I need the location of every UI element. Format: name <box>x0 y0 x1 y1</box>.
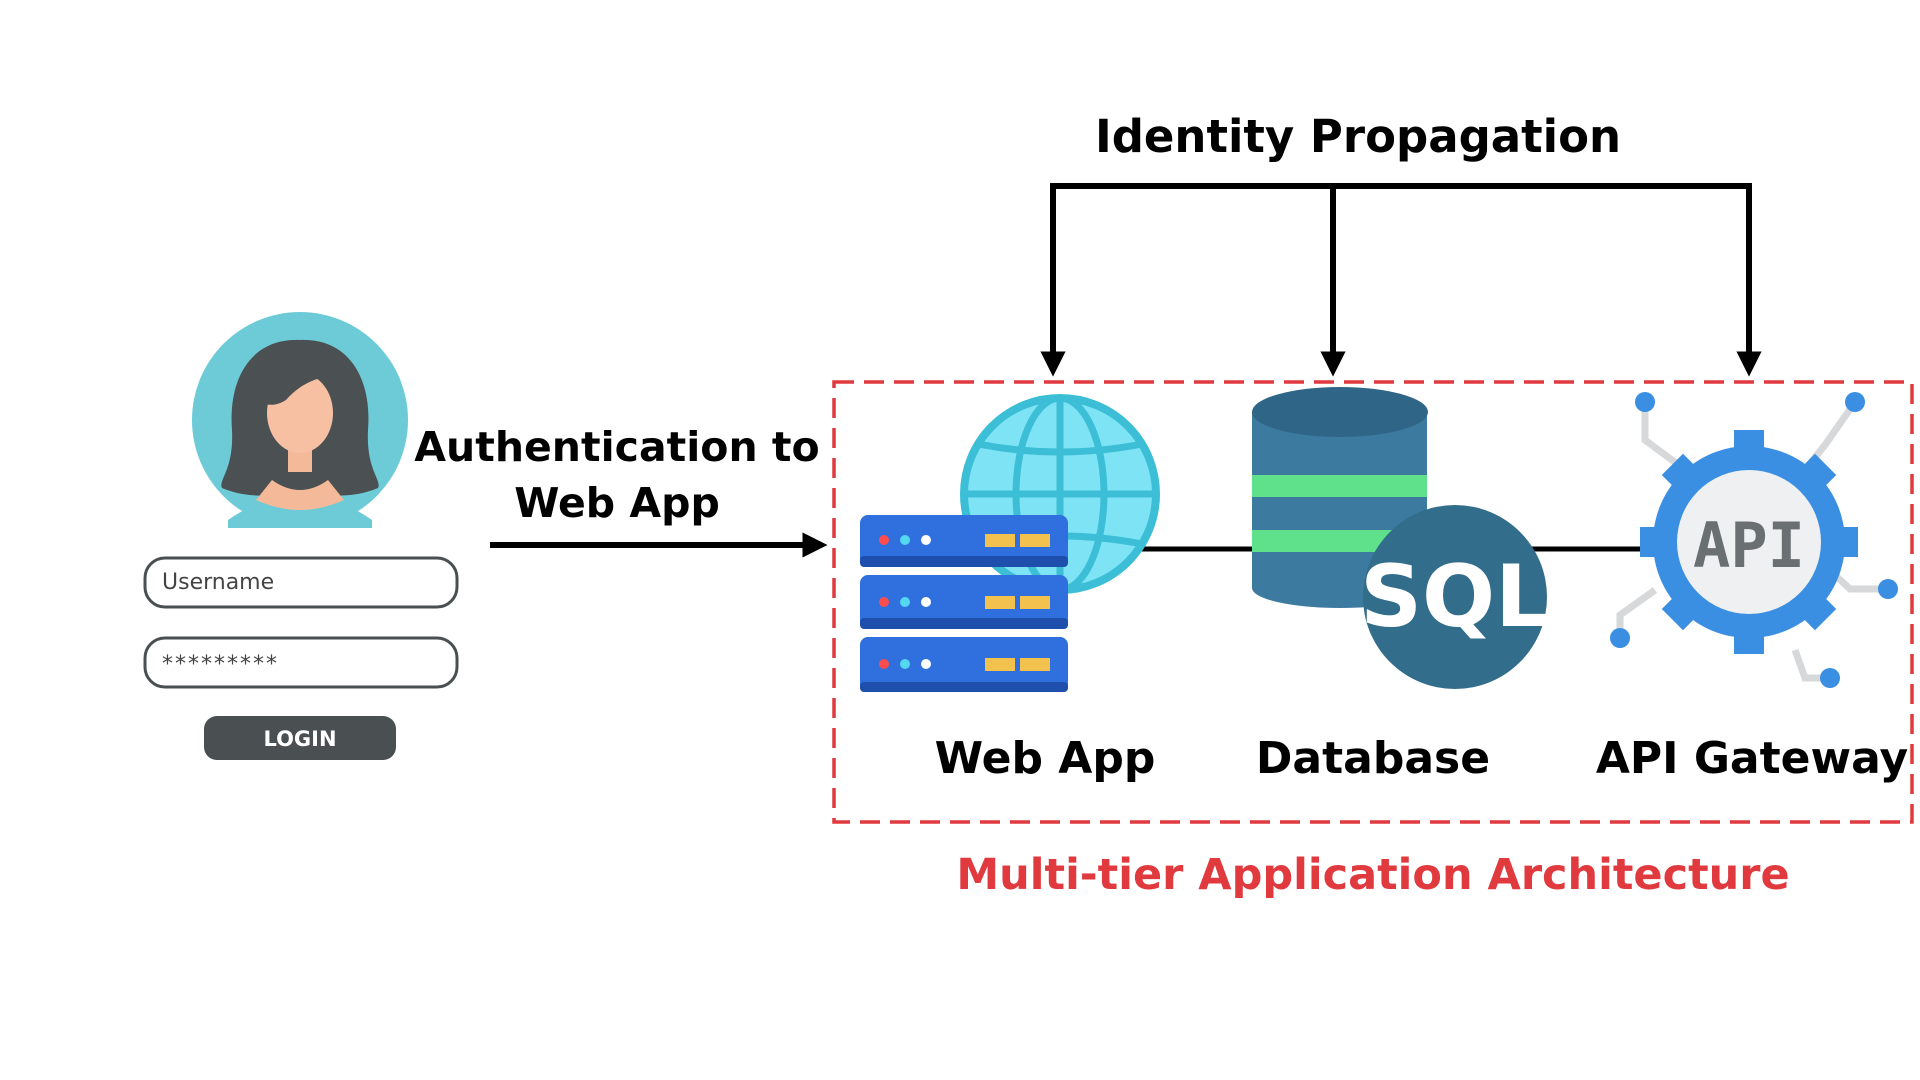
tier-label-web-app: Web App <box>935 733 1156 784</box>
tier-label-database: Database <box>1256 733 1490 784</box>
login-button-label: LOGIN <box>263 727 336 751</box>
tier-label-api-gateway: API Gateway <box>1596 733 1908 784</box>
username-field[interactable]: Username <box>143 556 459 609</box>
password-mask: ********* <box>162 652 279 677</box>
user-avatar-icon <box>192 312 408 528</box>
auth-arrow-label-line1: Authentication to <box>414 423 819 471</box>
database-sql-text: SQL <box>1360 547 1550 647</box>
username-placeholder: Username <box>162 570 274 595</box>
propagation-bracket <box>1050 183 1752 370</box>
tier-boundary <box>832 380 1914 824</box>
api-gear-icon: API <box>1610 392 1898 688</box>
password-field[interactable]: ********* <box>143 636 459 689</box>
login-button[interactable]: LOGIN <box>204 716 396 760</box>
sql-database-icon: SQL <box>1252 387 1550 689</box>
api-gear-text: API <box>1693 509 1805 582</box>
identity-propagation-label: Identity Propagation <box>1095 110 1621 163</box>
auth-arrow-label-line2: Web App <box>514 479 720 527</box>
architecture-caption: Multi-tier Application Architecture <box>956 850 1789 900</box>
server-globe-icon <box>860 394 1160 692</box>
